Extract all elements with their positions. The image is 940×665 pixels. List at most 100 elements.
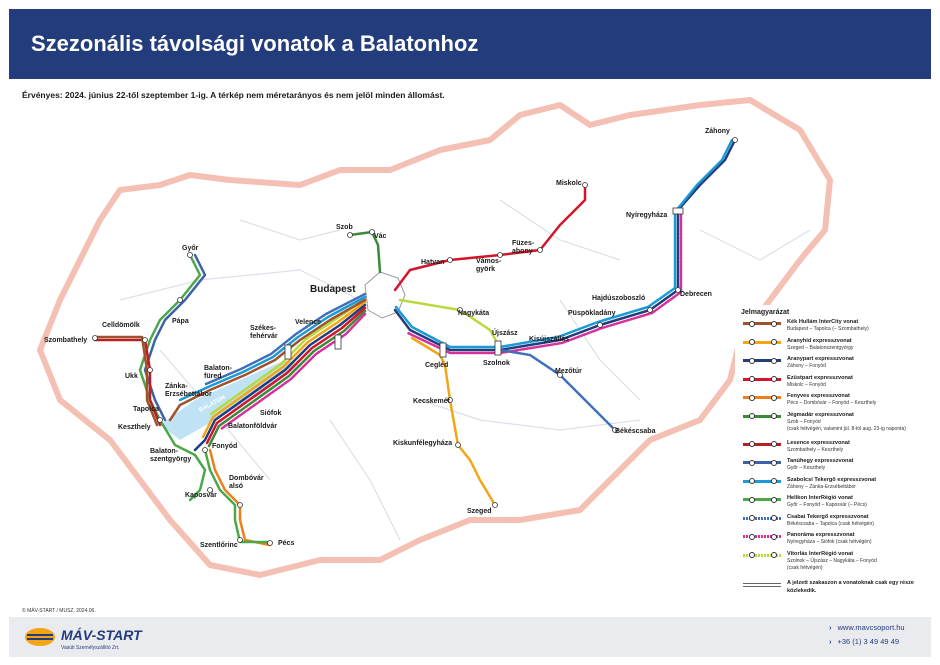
station-dot-icon	[771, 552, 777, 558]
label-ujszasz: Újszász	[492, 328, 518, 337]
website-row[interactable]: › www.mavcsoport.hu	[829, 623, 905, 637]
label-debrecen: Debrecen	[680, 291, 712, 298]
legend-item-name: Fenyves expresszvonat	[787, 393, 850, 399]
legend-item-route: Szob – Fonyód	[787, 418, 821, 425]
legend-item-name: Tanúhegy expresszvonat	[787, 458, 854, 464]
station-dot-icon	[749, 339, 755, 345]
legend-item-name: Aranyhíd expresszvonat	[787, 337, 852, 344]
header-banner: Szezonális távolsági vonatok a Balatonho…	[9, 9, 931, 79]
station-dot-icon	[749, 515, 755, 521]
route-aranypart	[393, 138, 737, 352]
label-kecskemet: Kecskemét	[413, 398, 451, 405]
route-fenyves	[208, 448, 272, 547]
label-papa: Pápa	[172, 318, 189, 325]
legend-item-name: Lesence expresszvonat	[787, 439, 850, 446]
label-vac: Vác	[374, 233, 387, 240]
mav-start-logo: MÁV-START Vasúti Személyszállító Zrt.	[23, 625, 142, 654]
label-zanka: Zánka-Erzsébettábor	[165, 383, 212, 398]
label-balatonszentgyorgy: Balaton-szentgyörgy	[150, 448, 191, 463]
label-balatonfured: Balaton-füred	[204, 365, 233, 380]
legend-swatch	[743, 515, 781, 521]
label-bekescsaba: Békéscsaba	[615, 428, 656, 435]
legend: Jelmagyarázat Kék Hullám InterCity vonat…	[735, 305, 933, 610]
legend-item-name: Aranypart expresszvonat	[787, 356, 854, 362]
station-dot-icon	[749, 533, 755, 540]
legend-item-note: (csak hétvégén)	[787, 564, 823, 571]
logo-emblem-icon	[25, 628, 55, 646]
label-nagykata: Nagykáta	[458, 310, 489, 317]
label-szolnok: Szolnok	[483, 360, 510, 367]
legend-swatch	[743, 339, 781, 345]
legend-swatch	[743, 496, 781, 503]
legend-item-name: Ezüstpart expresszvonat	[787, 374, 853, 381]
route-ezustpart	[393, 183, 587, 292]
station-dot-icon	[749, 357, 755, 364]
station-dot-icon	[771, 376, 777, 382]
legend-item-route: Szeged – Balatonszentgyörgy	[787, 344, 854, 351]
legend-swatch	[743, 376, 781, 382]
station-dot-icon	[771, 339, 777, 345]
route-jegmadar	[348, 230, 382, 274]
label-celldomolk: Celldömölk	[102, 322, 140, 329]
legend-item-route: Győr – Fonyód – Kaposvár (– Pécs)	[787, 502, 867, 508]
station-dot-icon	[771, 478, 777, 484]
label-kiskunfelegyhaza: Kiskunfélegyháza	[393, 440, 452, 447]
legend-item-route: Győr – Keszthely	[787, 465, 826, 471]
validity-note: Érvényes: 2024. június 22-től szeptember…	[22, 90, 445, 100]
page-title: Szezonális távolsági vonatok a Balatonho…	[31, 31, 479, 56]
legend-note: A jelzett szakaszon a vonatoknak csak eg…	[787, 579, 914, 594]
legend-swatch	[743, 533, 781, 540]
label-hatvan: Hatvan	[421, 259, 444, 266]
brand-subtitle: Vasúti Személyszállító Zrt.	[61, 645, 120, 651]
label-fuzesabony: Füzes-abony	[512, 240, 535, 255]
label-hajduszoboszlo: Hajdúszoboszló	[592, 295, 645, 302]
footer: MÁV-START Vasúti Személyszállító Zrt. › w…	[9, 617, 931, 657]
legend-note-swatch	[743, 582, 781, 587]
label-tapolca: Tapolca	[133, 406, 159, 413]
label-szeged: Szeged	[467, 508, 492, 515]
legend-swatch	[743, 478, 781, 484]
legend-item-name: Csabai Tekergő expresszvonat	[787, 513, 869, 520]
label-miskolc: Miskolc	[556, 180, 582, 187]
label-kisujszallas: Kisújszállás	[529, 336, 569, 343]
legend-swatch	[743, 357, 781, 364]
phone-number[interactable]: +36 (1) 3 49 49 49	[837, 637, 900, 646]
label-kaposvar: Kaposvár	[185, 492, 217, 499]
website-link[interactable]: www.mavcsoport.hu	[837, 623, 905, 632]
legend-item-route: Nyíregyháza – Siófok (csak hétvégén)	[787, 539, 872, 545]
legend-item-note: (csak hétvégén, valamint júl. 8-tól aug.…	[787, 425, 906, 432]
legend-item-name: Panoráma expresszvonat	[787, 532, 855, 538]
station-dot-icon	[771, 515, 777, 521]
legend-item-route: Pécs – Dombóvár – Fonyód – Keszthely	[787, 400, 877, 406]
station-dot-icon	[749, 376, 755, 382]
legend-item-name: Szabolcsi Tekergő expresszvonat	[787, 476, 877, 483]
legend-item-route: Miskolc – Fonyód	[787, 381, 826, 388]
legend-item-route: Békéscsaba – Tapolca (csak hétvégén)	[787, 520, 874, 527]
label-szentlorinc: Szentlőrinc	[200, 542, 238, 549]
label-balatonfoldvar: Balatonföldvár	[228, 423, 277, 430]
station-dot-icon	[771, 394, 777, 401]
legend-swatch	[743, 552, 781, 558]
label-keszthely: Keszthely	[118, 424, 151, 431]
chevron-right-icon: ›	[829, 637, 832, 646]
phone-row[interactable]: › +36 (1) 3 49 49 49	[829, 637, 905, 651]
legend-swatch	[743, 441, 781, 447]
chevron-right-icon: ›	[829, 623, 832, 632]
legend-note-row: A jelzett szakaszon a vonatoknak csak eg…	[735, 579, 933, 603]
label-fonyod: Fonyód	[212, 443, 237, 450]
label-gyor: Győr	[182, 245, 199, 252]
label-szombathely: Szombathely	[44, 337, 87, 344]
station-dot-icon	[749, 496, 755, 503]
station-dot-icon	[749, 459, 755, 466]
legend-heading: Jelmagyarázat	[741, 309, 790, 316]
station-dot-icon	[771, 413, 777, 419]
